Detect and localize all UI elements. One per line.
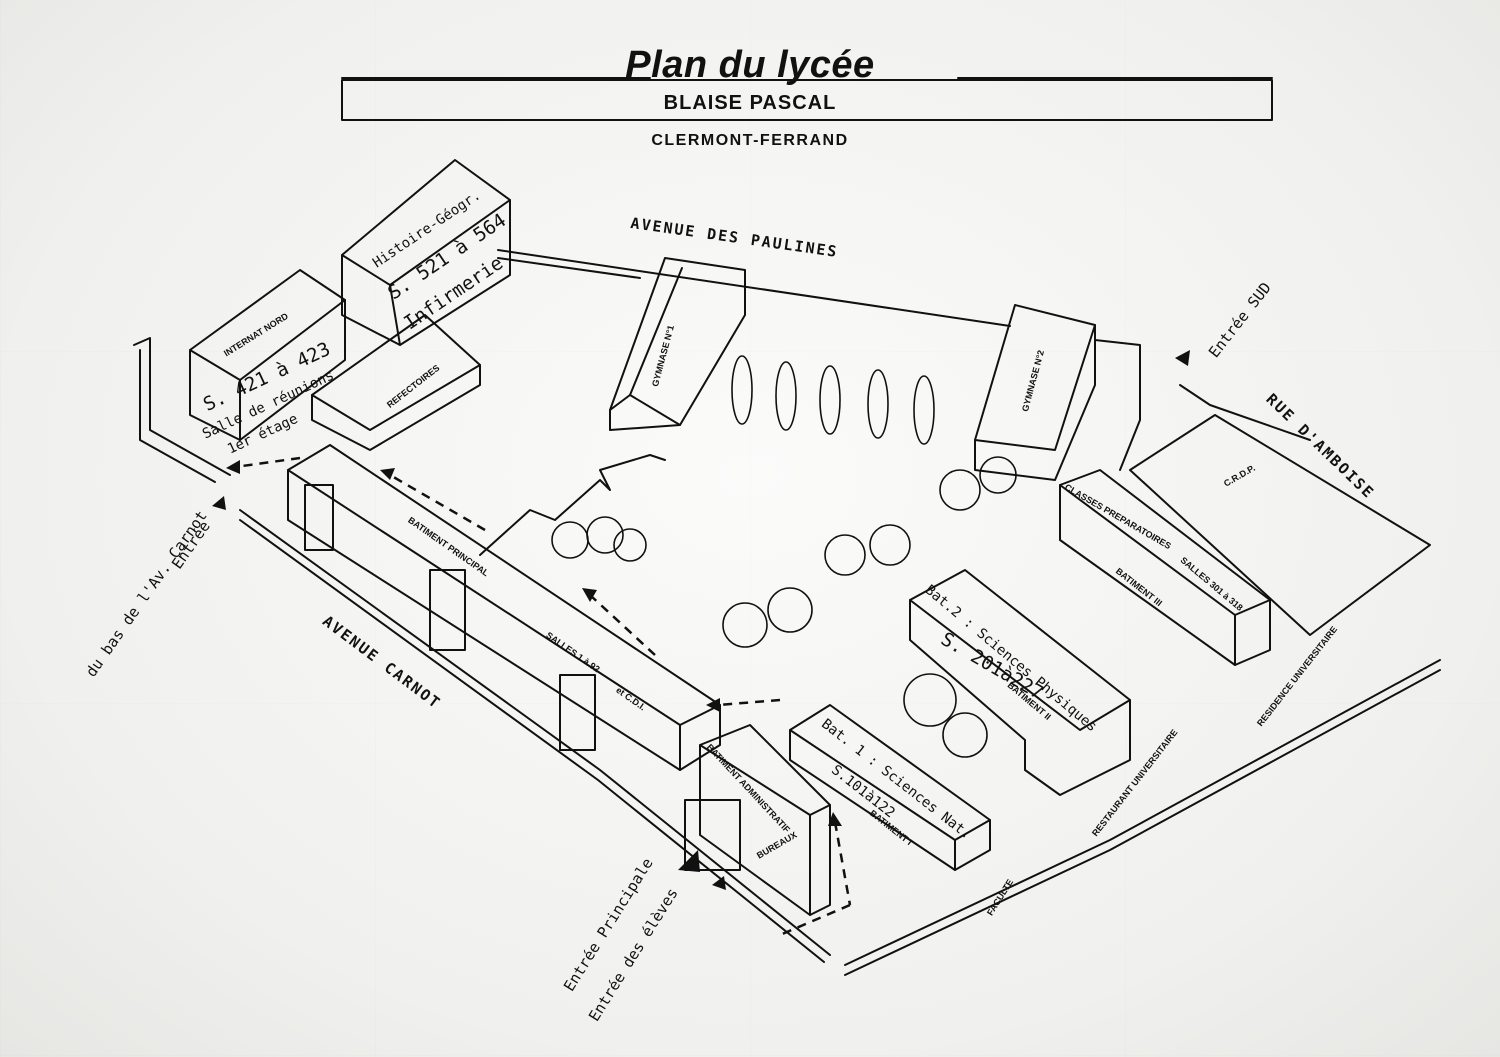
batiment-3-building bbox=[1059, 469, 1271, 666]
walk-paths bbox=[234, 456, 852, 937]
arrow-heads bbox=[212, 350, 1190, 890]
poplar-tree bbox=[775, 361, 797, 431]
crdp-building bbox=[1129, 414, 1431, 636]
courtyard-tree bbox=[722, 602, 768, 648]
carnot-wall bbox=[239, 509, 831, 956]
school-name: BLAISE PASCAL bbox=[663, 92, 837, 114]
gymnase-2-annex bbox=[1094, 339, 1141, 471]
entree-carnot-marker bbox=[212, 496, 226, 510]
gymnase-2-building bbox=[974, 304, 1096, 481]
path-admin-entry bbox=[779, 903, 851, 937]
arrow-head bbox=[226, 460, 240, 474]
poplar-tree bbox=[867, 369, 889, 439]
principal-wing-2 bbox=[429, 569, 466, 651]
south-east-boundary-inner bbox=[844, 669, 1441, 976]
entree-eleves-marker bbox=[712, 876, 726, 890]
bat2-roof-edge bbox=[909, 599, 1131, 731]
gymnase-1-building bbox=[609, 257, 746, 431]
courtyard-tree bbox=[903, 673, 957, 727]
histoire-building bbox=[341, 159, 511, 346]
courtyard-tree bbox=[613, 528, 647, 562]
poplar-tree bbox=[731, 355, 753, 425]
arrow-head bbox=[380, 468, 395, 480]
batiment-principal-building bbox=[287, 444, 721, 771]
refectoires-building bbox=[311, 314, 481, 451]
courtyard-tree bbox=[824, 534, 866, 576]
internat-nord-building bbox=[189, 269, 346, 441]
courtyard-tree bbox=[939, 469, 981, 511]
path-to-principal bbox=[717, 698, 781, 707]
carnot-wall-inner bbox=[239, 519, 825, 963]
arrow-head bbox=[706, 698, 720, 712]
batiment-1-building bbox=[789, 704, 991, 871]
principal-wing-3 bbox=[559, 674, 596, 751]
poplar-tree bbox=[819, 365, 841, 435]
gymnase-1-edge bbox=[629, 267, 683, 396]
south-east-boundary bbox=[844, 659, 1441, 966]
entree-principale-marker bbox=[678, 850, 700, 872]
arrow-head bbox=[828, 812, 842, 826]
paulines-wall-inner bbox=[497, 257, 641, 279]
poplar-tree bbox=[913, 375, 935, 445]
courtyard-tree bbox=[586, 516, 624, 554]
path-admin-bat1 bbox=[833, 821, 852, 906]
title-frame bbox=[341, 79, 1273, 121]
amboise-wall bbox=[1179, 384, 1311, 441]
principal-wing-1 bbox=[304, 484, 334, 551]
trees bbox=[551, 355, 1017, 758]
courtyard-stairs bbox=[479, 454, 666, 556]
arrow-head bbox=[582, 588, 597, 602]
paulines-wall bbox=[497, 249, 1011, 327]
admin-porch bbox=[684, 799, 741, 871]
path-to-refectoires bbox=[389, 473, 486, 532]
principal-roof-edge bbox=[287, 469, 721, 726]
courtyard-tree bbox=[767, 587, 813, 633]
courtyard-tree bbox=[551, 521, 589, 559]
refectoires-roof-edge bbox=[311, 364, 481, 431]
entree-sud-marker bbox=[1175, 350, 1190, 366]
city-name: CLERMONT-FERRAND bbox=[651, 132, 849, 149]
gymnase-1-base bbox=[609, 394, 681, 426]
courtyard-tree bbox=[942, 712, 988, 758]
path-to-internat bbox=[234, 456, 301, 469]
carnot-wall-north bbox=[133, 337, 231, 476]
gymnase-2-edge bbox=[974, 324, 1096, 451]
batiment-administratif-building bbox=[699, 724, 831, 916]
courtyard-tree bbox=[869, 524, 911, 566]
carnot-wall-north-inner bbox=[139, 349, 216, 483]
courtyard-tree bbox=[979, 456, 1017, 494]
batiment-2-building bbox=[909, 569, 1131, 796]
